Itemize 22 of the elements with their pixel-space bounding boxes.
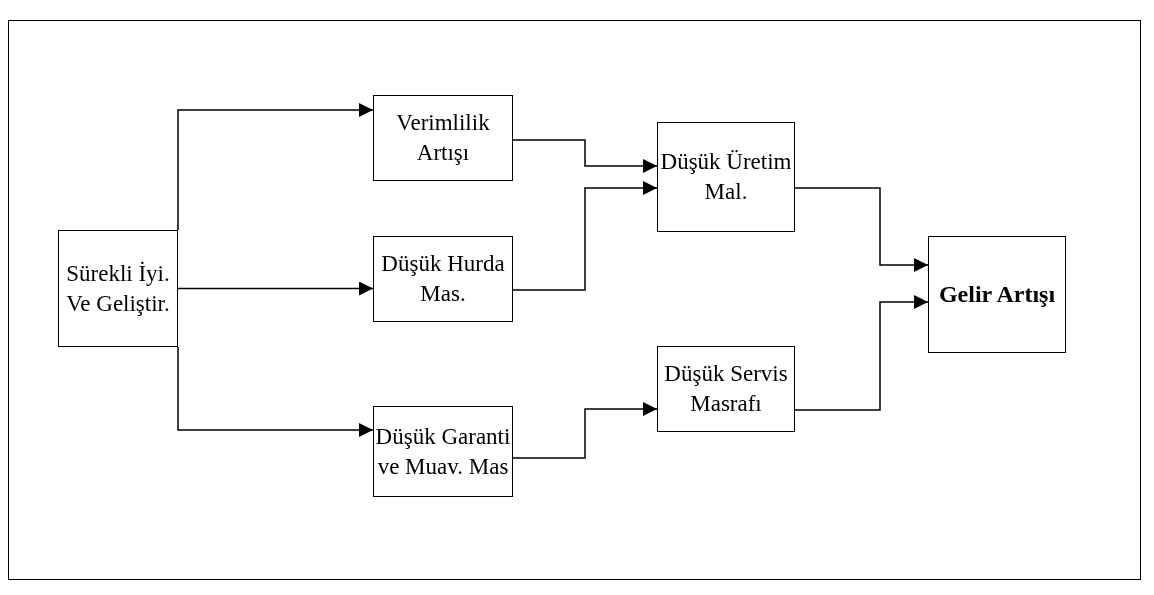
arrow — [794, 187, 929, 272]
box-label: Verimlilik Artışı — [395, 109, 491, 167]
process-box — [373, 236, 513, 322]
arrow — [512, 402, 658, 459]
box-label: Düşük Servis Masrafı — [663, 360, 789, 418]
process-box — [657, 122, 795, 232]
box-label: Düşük Üretim Mal. — [659, 148, 793, 206]
arrow — [177, 281, 374, 296]
arrow — [794, 295, 929, 411]
box-label: Düşük Garanti ve Muav. Mas — [374, 422, 512, 481]
process-box — [373, 95, 513, 181]
process-box — [58, 230, 178, 347]
process-box — [373, 406, 513, 497]
arrow — [177, 346, 374, 437]
process-box — [657, 346, 795, 432]
arrow — [177, 103, 374, 231]
box-label: Gelir Artışı — [938, 279, 1056, 309]
arrow — [512, 139, 658, 173]
arrow — [512, 181, 658, 291]
box-label: Sürekli İyi. Ve Geliştir. — [65, 259, 171, 318]
process-box — [928, 236, 1066, 353]
box-label: Düşük Hurda Mas. — [380, 250, 506, 308]
